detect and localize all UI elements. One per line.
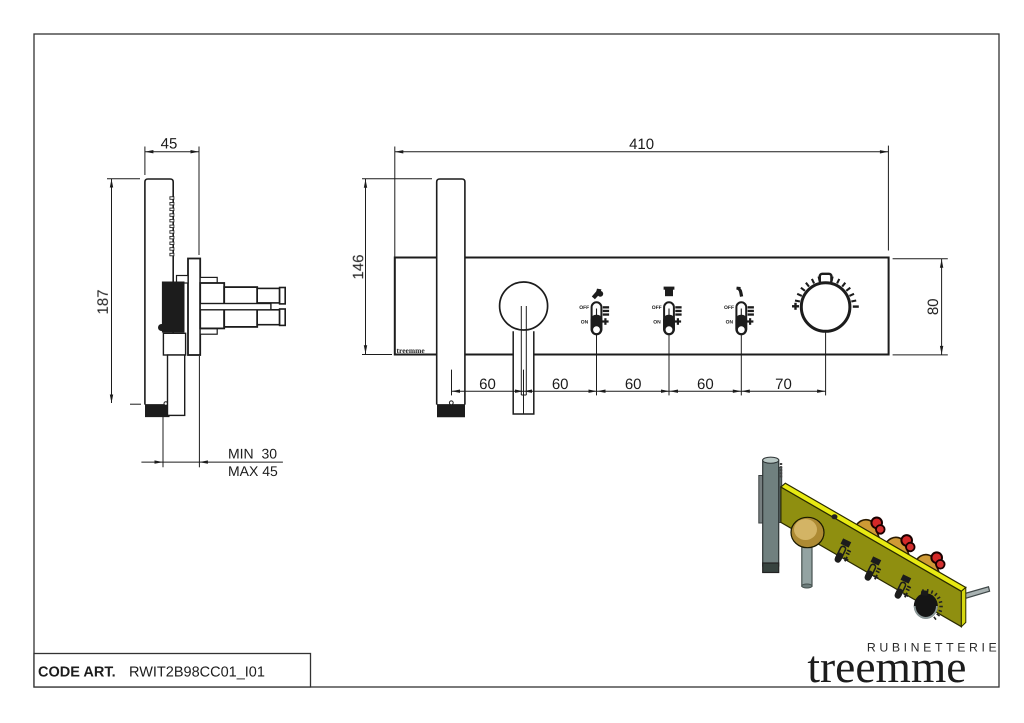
svg-text:410: 410: [629, 136, 654, 153]
svg-text:RUBINETTERIE: RUBINETTERIE: [867, 641, 1000, 655]
svg-text:ON: ON: [581, 320, 589, 326]
svg-text:60: 60: [625, 376, 642, 393]
svg-text:OFF: OFF: [724, 305, 734, 311]
svg-text:MIN 30: MIN 30: [228, 445, 277, 461]
svg-text:60: 60: [552, 376, 569, 393]
svg-text:60: 60: [697, 376, 714, 393]
svg-text:treemme: treemme: [397, 346, 426, 355]
svg-text:ON: ON: [653, 320, 661, 326]
svg-text:CODE ART.: CODE ART.: [38, 665, 116, 681]
svg-text:treemme: treemme: [807, 641, 966, 692]
svg-text:146: 146: [350, 254, 367, 279]
svg-text:OFF: OFF: [652, 305, 662, 311]
svg-text:MAX 45: MAX 45: [228, 463, 278, 479]
svg-text:45: 45: [161, 136, 178, 153]
svg-text:60: 60: [479, 376, 496, 393]
svg-text:RWIT2B98CC01_I01: RWIT2B98CC01_I01: [129, 665, 265, 681]
svg-text:OFF: OFF: [579, 305, 589, 311]
svg-text:70: 70: [775, 376, 792, 393]
svg-text:187: 187: [95, 289, 112, 314]
svg-text:ON: ON: [726, 320, 734, 326]
svg-text:80: 80: [925, 298, 942, 315]
